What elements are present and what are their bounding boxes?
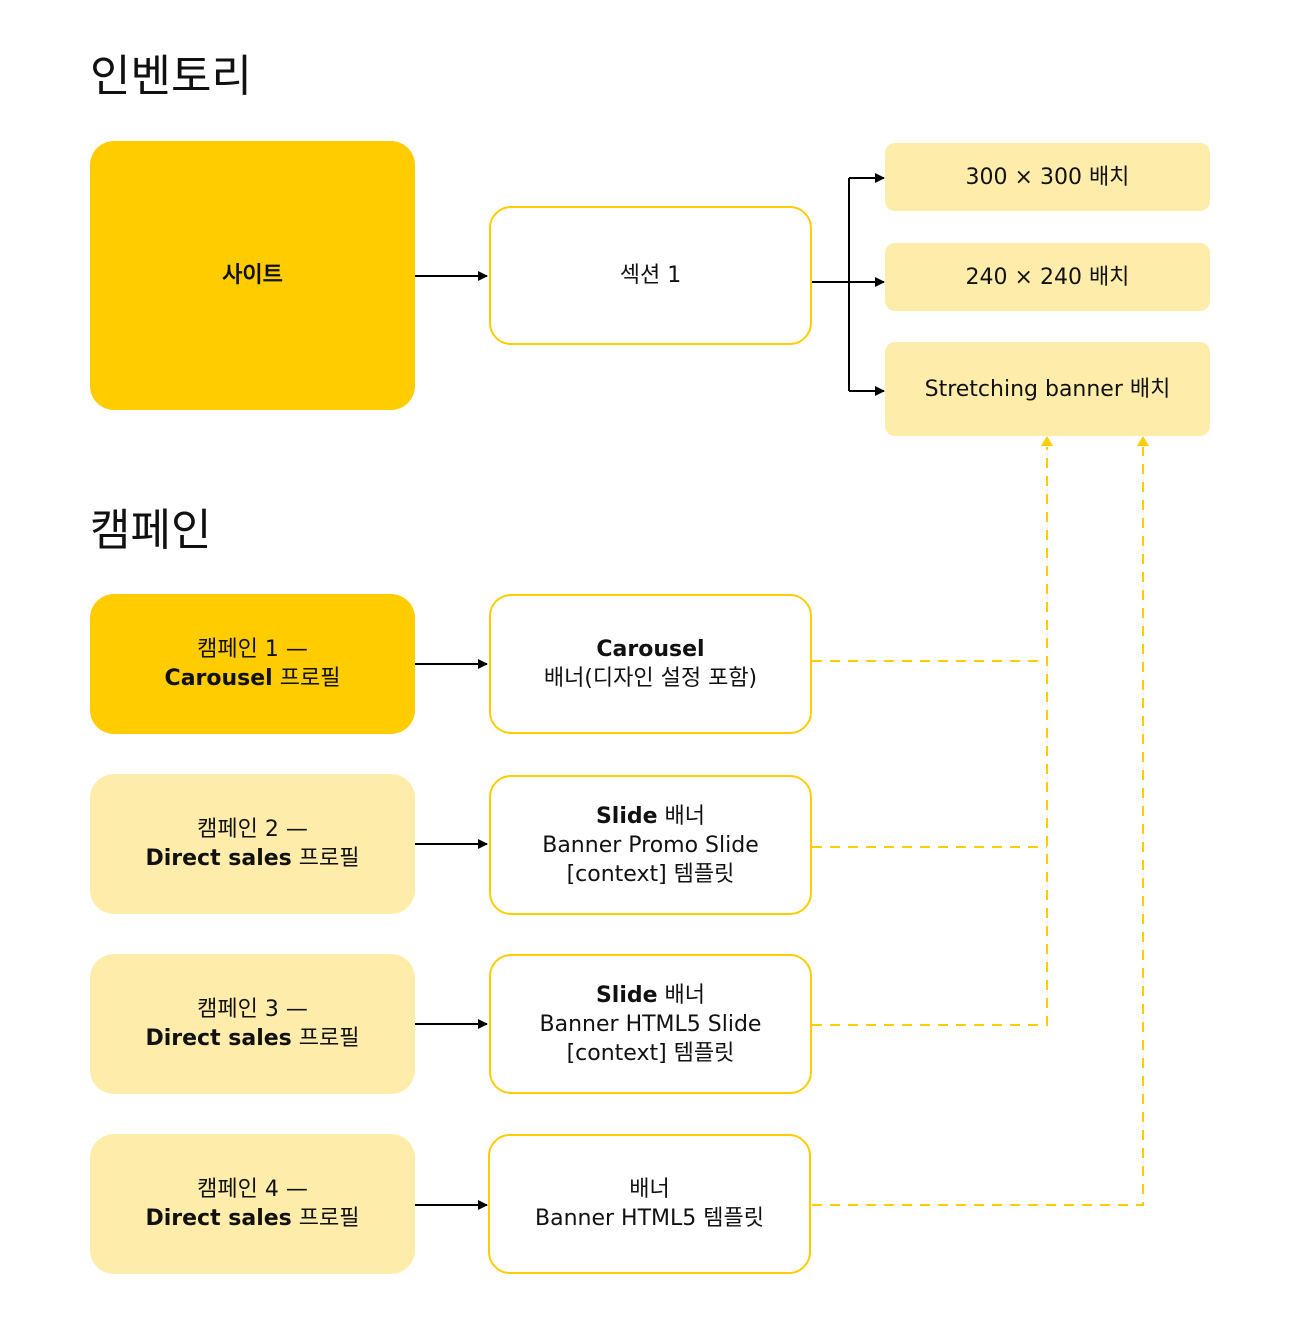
site-label: 사이트: [222, 263, 283, 288]
placement-label: Stretching banner 배치: [924, 376, 1171, 402]
campaign-title: 캠페인 2 —: [197, 817, 308, 842]
campaign-profile-suffix: 프로필: [272, 666, 341, 691]
campaigns-heading: 캠페인: [90, 505, 212, 556]
section-box[interactable]: 섹션 1: [489, 206, 812, 345]
banner-line: Banner Promo Slide: [542, 832, 759, 858]
banner-line: Banner HTML5 템플릿: [535, 1206, 764, 1231]
dashed-link-banner-3: [812, 447, 1048, 1026]
dashed-link-banner-4: [812, 447, 1144, 1206]
placement-box[interactable]: Stretching banner 배치: [885, 342, 1210, 436]
campaign-profile-name: Direct sales: [145, 1026, 292, 1051]
site-box[interactable]: 사이트: [90, 141, 415, 410]
banner-box[interactable]: Carousel 배너(디자인 설정 포함): [489, 594, 812, 734]
placement-label: 300 × 300 배치: [965, 164, 1130, 190]
banner-line: [context] 템플릿: [566, 861, 735, 887]
campaign-box[interactable]: 캠페인 3 — Direct sales 프로필: [90, 954, 415, 1094]
campaign-profile-name: Carousel: [164, 666, 273, 691]
campaign-title: 캠페인 3 —: [197, 997, 308, 1022]
banner-title-bold: Slide: [595, 803, 658, 829]
campaign-profile: Direct sales 프로필: [145, 844, 359, 873]
placement-label: 240 × 240 배치: [965, 264, 1130, 290]
campaign-profile-name: Direct sales: [145, 1206, 292, 1231]
campaign-profile: Carousel 프로필: [165, 664, 341, 693]
placement-box[interactable]: 240 × 240 배치: [885, 243, 1210, 311]
banner-title: Slide 배너: [596, 802, 705, 831]
banner-title-suffix: 배너: [657, 982, 706, 1008]
campaign-box[interactable]: 캠페인 1 — Carousel 프로필: [90, 594, 415, 734]
campaign-profile-suffix: 프로필: [291, 1206, 360, 1231]
campaign-profile-name: Direct sales: [145, 846, 292, 871]
campaign-title: 캠페인 4 —: [197, 1177, 308, 1202]
campaign-box[interactable]: 캠페인 4 — Direct sales 프로필: [90, 1134, 415, 1274]
banner-title-bold: Slide: [595, 982, 658, 1008]
banner-box[interactable]: Slide 배너 Banner HTML5 Slide [context] 템플…: [489, 954, 812, 1094]
dashed-arrowhead-1: [1041, 436, 1053, 446]
dashed-arrowhead-2: [1137, 436, 1149, 446]
section-label: 섹션 1: [619, 263, 682, 288]
banner-title-suffix: 배너: [657, 803, 706, 829]
campaign-title: 캠페인 1 —: [197, 637, 308, 662]
banner-box[interactable]: 배너 Banner HTML5 템플릿: [488, 1134, 811, 1274]
campaign-profile-suffix: 프로필: [291, 846, 360, 871]
banner-line: 배너: [629, 1177, 670, 1202]
banner-title-bold: Carousel: [596, 637, 705, 662]
placement-box[interactable]: 300 × 300 배치: [885, 143, 1210, 211]
banner-line: 배너(디자인 설정 포함): [543, 666, 758, 691]
campaign-profile: Direct sales 프로필: [145, 1024, 359, 1053]
banner-line: [context] 템플릿: [566, 1040, 735, 1066]
banner-title: Carousel: [596, 635, 704, 664]
inventory-heading: 인벤토리: [90, 51, 252, 102]
campaign-profile-suffix: 프로필: [291, 1026, 360, 1051]
campaign-box[interactable]: 캠페인 2 — Direct sales 프로필: [90, 774, 415, 914]
banner-line: Banner HTML5 Slide: [539, 1011, 762, 1037]
banner-title: Slide 배너: [596, 981, 705, 1010]
banner-box[interactable]: Slide 배너 Banner Promo Slide [context] 템플…: [489, 775, 812, 915]
campaign-profile: Direct sales 프로필: [145, 1204, 359, 1233]
